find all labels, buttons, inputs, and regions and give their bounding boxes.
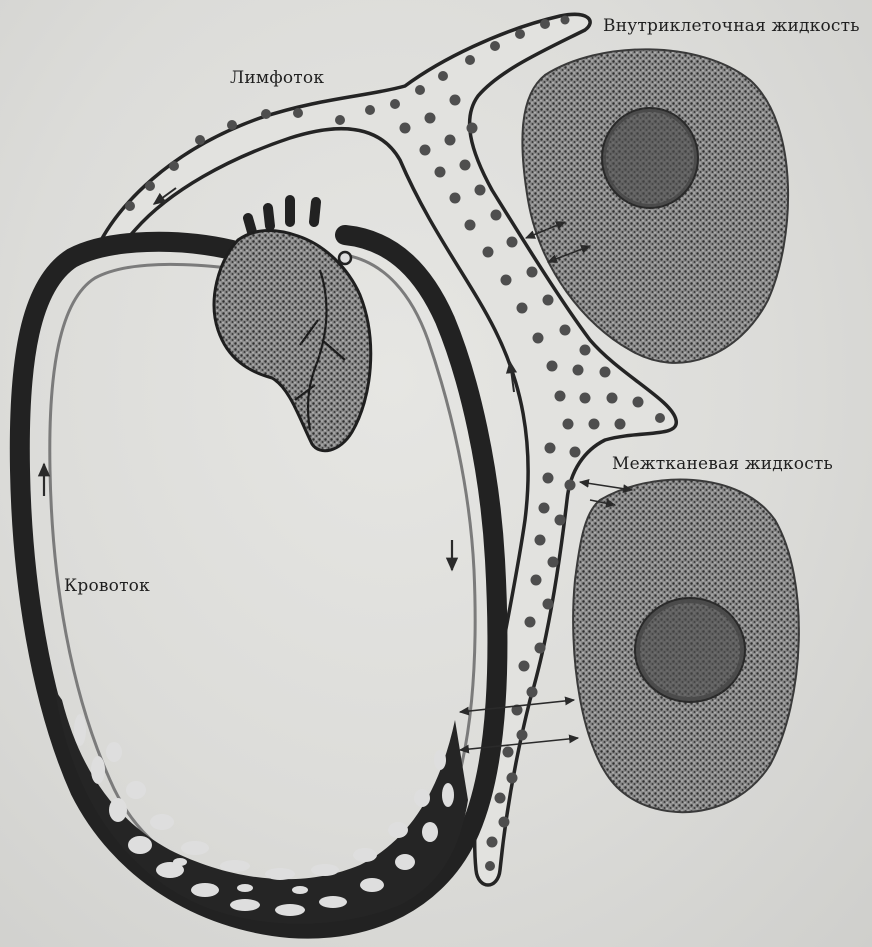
label-blood-flow: Кровоток: [64, 576, 150, 596]
label-intracellular-fluid: Внутриклеточная жидкость: [603, 16, 860, 36]
label-interstitial-fluid: Межтканевая жидкость: [612, 454, 833, 474]
capillary-network: [55, 690, 468, 924]
lower-cell: [573, 480, 799, 813]
label-lymph-flow: Лимфоток: [230, 68, 324, 88]
